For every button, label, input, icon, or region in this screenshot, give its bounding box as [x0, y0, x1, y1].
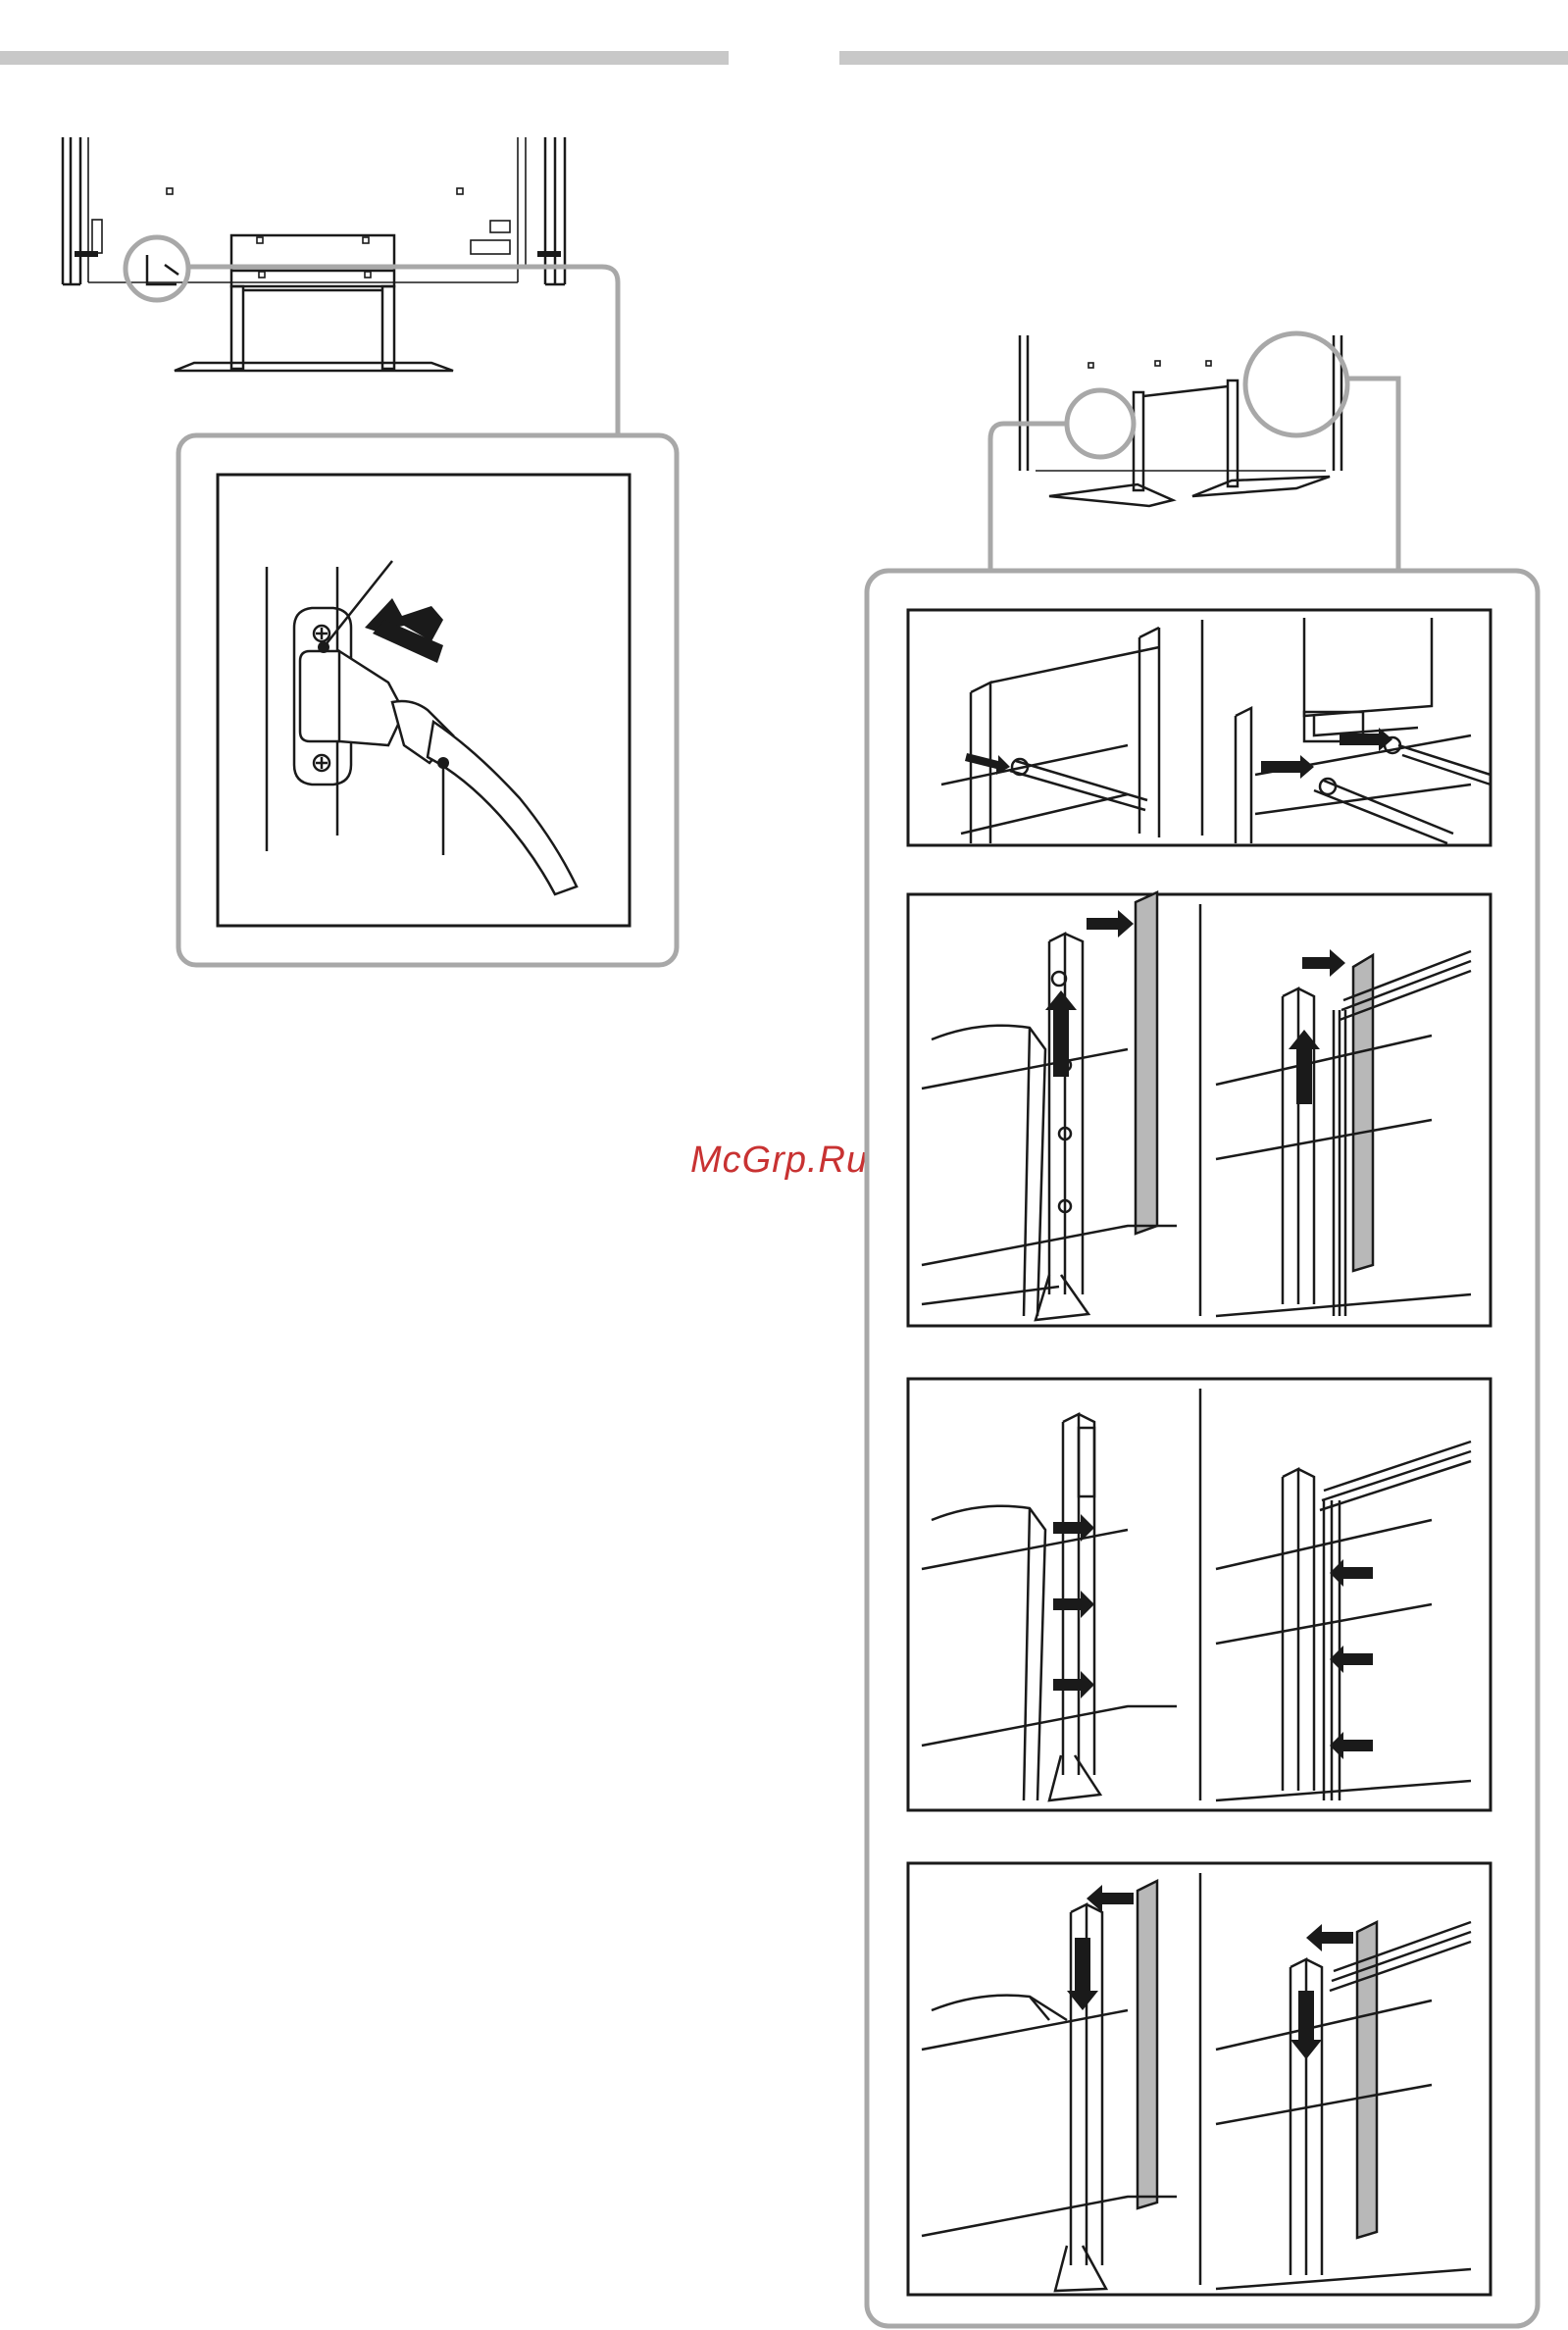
header-rule-left	[0, 51, 729, 65]
step-4-cover-left	[1138, 1881, 1157, 2208]
callout-circle-right	[1245, 333, 1347, 435]
step-2-cover-left	[1136, 892, 1157, 1234]
watermark-text: McGrp.Ru	[690, 1140, 868, 1182]
ac-power-figure	[0, 118, 745, 981]
step-4-panel	[908, 1863, 1491, 2295]
callout-circle	[126, 237, 188, 300]
callout-circle-left	[1067, 390, 1134, 457]
detail-panel	[218, 475, 630, 926]
cable-management-figure	[843, 324, 1568, 2330]
step-1-panel	[908, 610, 1491, 845]
header-rule-right	[839, 51, 1568, 65]
tv-rear-illustration	[63, 137, 565, 371]
step-3-panel	[908, 1379, 1491, 1810]
step-2-panel	[908, 892, 1491, 1326]
